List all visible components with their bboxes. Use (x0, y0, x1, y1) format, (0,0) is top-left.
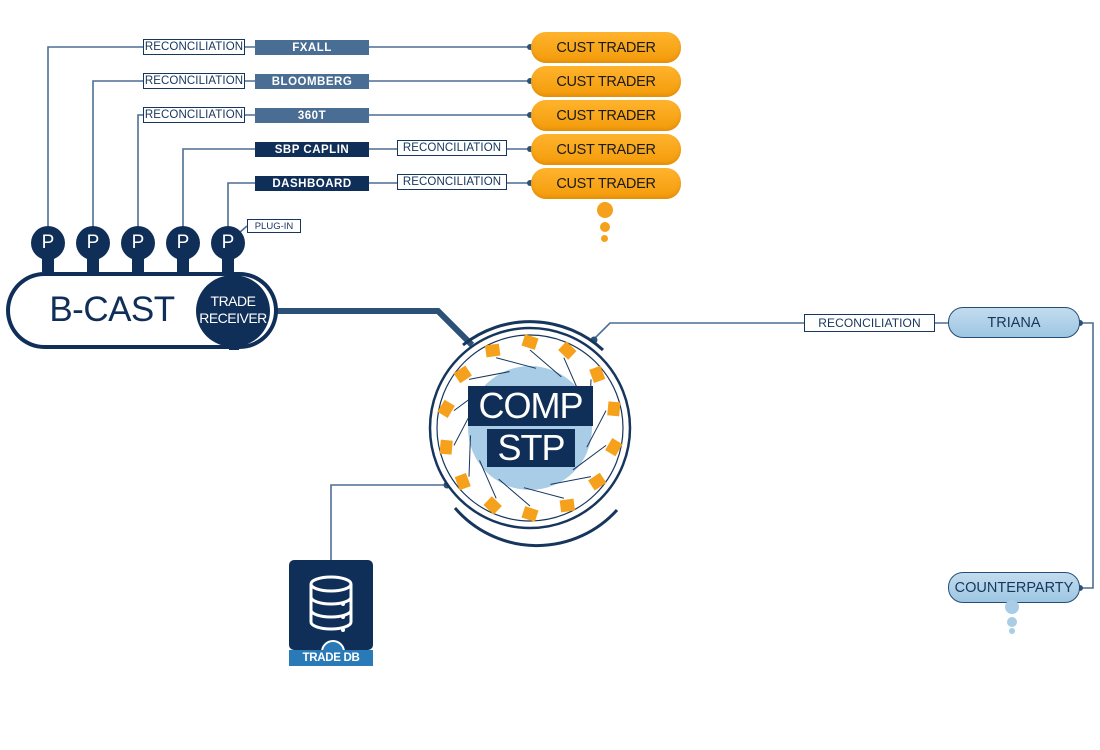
wheel-spoke (529, 349, 562, 378)
trade-db-label: TRADE DB (289, 650, 373, 666)
wheel-blade (559, 498, 576, 513)
more-dot-large (597, 202, 613, 218)
comp-db-line (330, 484, 445, 560)
wheel-blade (454, 472, 471, 491)
wheel-blade (588, 472, 607, 491)
platform-360t: 360T (255, 108, 369, 123)
cust-trader-3: CUST TRADER (531, 100, 681, 131)
bcast-comp-link (268, 308, 475, 348)
counterparty-node: COUNTERPARTY (948, 572, 1080, 603)
database-icon (309, 575, 353, 632)
connector-p3 (137, 114, 143, 230)
triana-node: TRIANA (948, 307, 1080, 338)
comp-label: COMP (468, 385, 593, 426)
b-cast-frame: B-CAST TRADE RECEIVER (6, 272, 278, 350)
counterparty-more-dot-medium (1007, 617, 1017, 627)
wheel-blade (439, 439, 453, 455)
reconciliation-box-triana: RECONCILIATION (804, 314, 935, 332)
wheel-spoke (550, 476, 592, 485)
p-node-stem-4 (177, 258, 189, 272)
plugin-node-4: P (166, 226, 200, 260)
wheel-spoke (586, 410, 607, 448)
b-cast-title: B-CAST (49, 290, 175, 329)
trade-receiver-circle: TRADE RECEIVER (196, 275, 270, 347)
counterparty-more-dot-small (1009, 628, 1015, 634)
wheel-spoke (496, 357, 537, 369)
comp-triana-line (592, 322, 948, 341)
platform-sbp-caplin: SBP CAPLIN (255, 142, 369, 157)
wheel-blade (589, 365, 606, 384)
platform-fxall: FXALL (255, 40, 369, 55)
wheel-spoke (468, 435, 471, 477)
wheel-blade (607, 401, 621, 417)
wheel-spoke (479, 460, 497, 499)
wheel-spoke (498, 478, 531, 507)
wheel-spoke (468, 371, 510, 380)
connector-p5 (227, 182, 255, 230)
triana-counterparty-line (1080, 322, 1094, 589)
p-node-stem-3 (132, 258, 144, 272)
wheel-blade (521, 334, 539, 350)
wheel-blade (437, 399, 455, 418)
wheel-blade (453, 365, 472, 384)
reconciliation-box-360t: RECONCILIATION (143, 107, 245, 123)
connector-p1 (47, 46, 143, 230)
platform-dashboard: DASHBOARD (255, 176, 369, 191)
plugin-node-2: P (76, 226, 110, 260)
reconciliation-box-bloomberg: RECONCILIATION (143, 73, 245, 89)
plug-in-label: PLUG-IN (247, 219, 301, 233)
reconciliation-box-dashboard: RECONCILIATION (397, 174, 507, 190)
wheel-blade (483, 496, 502, 515)
wheel-blade (605, 438, 623, 457)
plugin-node-5: P (211, 226, 245, 260)
cust-trader-2: CUST TRADER (531, 66, 681, 97)
wheel-blade (484, 343, 501, 358)
wheel-spoke (572, 444, 607, 471)
cust-trader-4: CUST TRADER (531, 134, 681, 165)
connector-p4 (182, 148, 255, 230)
plugin-node-1: P (31, 226, 65, 260)
trade-receiver-line1: TRADE (210, 293, 256, 309)
wheel-blade (558, 341, 577, 360)
cust-trader-5: CUST TRADER (531, 168, 681, 199)
wheel-blade (521, 506, 539, 522)
stp-label: STP (487, 427, 575, 468)
trade-receiver-line2: RECEIVER (199, 310, 267, 326)
p-node-stem-2 (87, 258, 99, 272)
trade-db-box (289, 560, 373, 650)
connector-p2 (92, 80, 143, 230)
plugin-node-3: P (121, 226, 155, 260)
more-dot-small (601, 235, 608, 242)
cust-trader-1: CUST TRADER (531, 32, 681, 63)
more-dot-medium (600, 222, 610, 232)
reconciliation-box-sbp-caplin: RECONCILIATION (397, 140, 507, 156)
platform-bloomberg: BLOOMBERG (255, 74, 369, 89)
counterparty-more-dot-large (1005, 600, 1019, 614)
wheel-spoke (523, 487, 564, 499)
reconciliation-box-fxall: RECONCILIATION (143, 39, 245, 55)
p-node-stem-5 (222, 258, 234, 272)
p-node-stem-1 (42, 258, 54, 272)
trade-receiver-tab (229, 342, 239, 350)
